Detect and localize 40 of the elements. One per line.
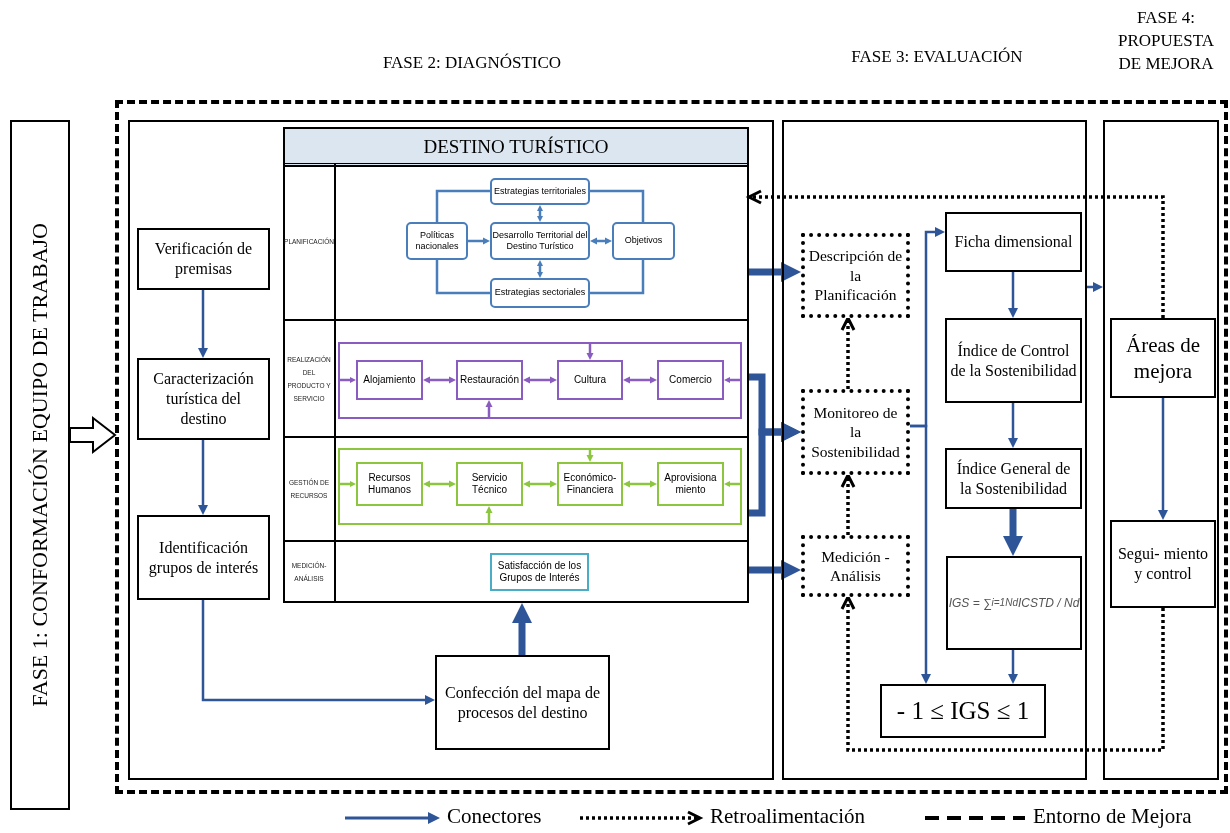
destination-table xyxy=(283,127,749,603)
process-box: - 1 ≤ IGS ≤ 1 xyxy=(880,684,1046,738)
phase-heading: FASE 3: EVALUACIÓN xyxy=(850,46,1024,68)
process-box: Cultura xyxy=(557,360,623,400)
legend-text: Conectores xyxy=(447,804,542,829)
legend-text: Entorno de Mejora xyxy=(1033,804,1192,829)
process-box: Satisfacción de los Grupos de Interés xyxy=(490,553,589,591)
process-box: Restauración xyxy=(456,360,523,400)
process-box: Comercio xyxy=(657,360,724,400)
process-box: Ficha dimensional xyxy=(945,212,1082,272)
process-box: Aprovisiona miento xyxy=(657,462,724,506)
phase-heading: FASE 2: DIAGNÓSTICO xyxy=(381,52,563,74)
process-box: Servicio Técnico xyxy=(456,462,523,506)
table-header: DESTINO TURÍSTICO xyxy=(285,129,747,167)
dotted-box: Monitoreo de la Sostenibilidad xyxy=(801,389,910,475)
dotted-box: Medición - Análisis xyxy=(801,535,910,597)
dotted-box: Descripción de la Planificación xyxy=(801,233,910,318)
process-box: Políticas nacionales xyxy=(406,222,468,260)
legend-text: Retroalimentación xyxy=(710,804,866,829)
process-box: Índice General de la Sostenibilidad xyxy=(945,448,1082,509)
process-box: Segui- miento y control xyxy=(1110,520,1216,608)
process-box: Económico- Financiera xyxy=(557,462,623,506)
table-row xyxy=(283,541,749,603)
table-row xyxy=(283,437,749,541)
process-box: Estrategias territoriales xyxy=(490,178,590,205)
process-box: Índice de Control de la Sostenibilidad xyxy=(945,318,1082,403)
process-box: Verificación de premisas xyxy=(137,228,270,290)
process-box: Caracterización turística del destino xyxy=(137,358,270,440)
process-box: Identificación grupos de interés xyxy=(137,515,270,600)
phase-box: FASE 1: CONFORMACIÓN EQUIPO DE TRABAJO xyxy=(10,120,70,810)
table-row xyxy=(283,163,749,320)
process-box: Desarrollo Territorial del Destino Turístico xyxy=(490,222,590,260)
process-box: Áreas de mejora xyxy=(1110,318,1216,398)
table-row xyxy=(283,320,749,437)
process-box: Recursos Humanos xyxy=(356,462,423,506)
process-box: Confección del mapa de procesos del destino xyxy=(435,655,610,750)
process-box: Objetivos xyxy=(612,222,675,260)
process-box: Alojamiento xyxy=(356,360,423,400)
phase-heading: FASE 4: PROPUESTA DE MEJORA xyxy=(1117,7,1215,75)
process-box: Estrategias sectoriales xyxy=(490,278,590,308)
